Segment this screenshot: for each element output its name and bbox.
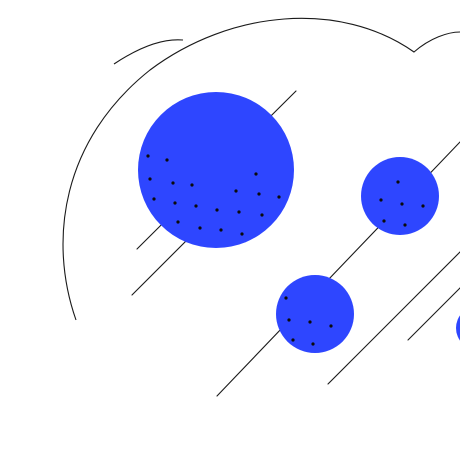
dot bbox=[198, 226, 202, 230]
dot bbox=[173, 201, 177, 205]
dot bbox=[260, 213, 264, 217]
dot bbox=[240, 232, 244, 236]
dot bbox=[257, 192, 261, 196]
dot bbox=[254, 172, 258, 176]
medium-disc-dots bbox=[379, 180, 425, 227]
dot bbox=[171, 181, 175, 185]
dot bbox=[176, 220, 180, 224]
large-disc-dots bbox=[146, 154, 281, 236]
diagonal-line bbox=[327, 251, 460, 385]
dot bbox=[277, 195, 281, 199]
dot bbox=[396, 180, 400, 184]
medium-disc bbox=[361, 157, 439, 235]
diagonal-line bbox=[407, 287, 460, 341]
dot bbox=[291, 338, 295, 342]
dot bbox=[382, 219, 386, 223]
inner-arc-fragment bbox=[113, 39, 184, 65]
outer-arc bbox=[62, 17, 460, 321]
dot bbox=[234, 189, 238, 193]
dot bbox=[194, 204, 198, 208]
blue-discs bbox=[138, 92, 460, 353]
dot bbox=[190, 183, 194, 187]
small-disc bbox=[276, 275, 354, 353]
large-disc bbox=[138, 92, 294, 248]
dot bbox=[165, 158, 169, 162]
dot bbox=[379, 198, 383, 202]
dot bbox=[421, 204, 425, 208]
dot bbox=[148, 177, 152, 181]
dot bbox=[400, 202, 404, 206]
small-disc-dots bbox=[284, 296, 333, 346]
dot bbox=[219, 228, 223, 232]
dot bbox=[146, 154, 150, 158]
dot bbox=[215, 208, 219, 212]
dot bbox=[287, 318, 291, 322]
edge-disc bbox=[456, 315, 460, 341]
outline-arcs bbox=[62, 17, 460, 321]
dot bbox=[403, 223, 407, 227]
dot bbox=[329, 324, 333, 328]
dot bbox=[284, 296, 288, 300]
dot bbox=[237, 210, 241, 214]
dot bbox=[308, 320, 312, 324]
dot bbox=[311, 342, 315, 346]
dot bbox=[152, 197, 156, 201]
